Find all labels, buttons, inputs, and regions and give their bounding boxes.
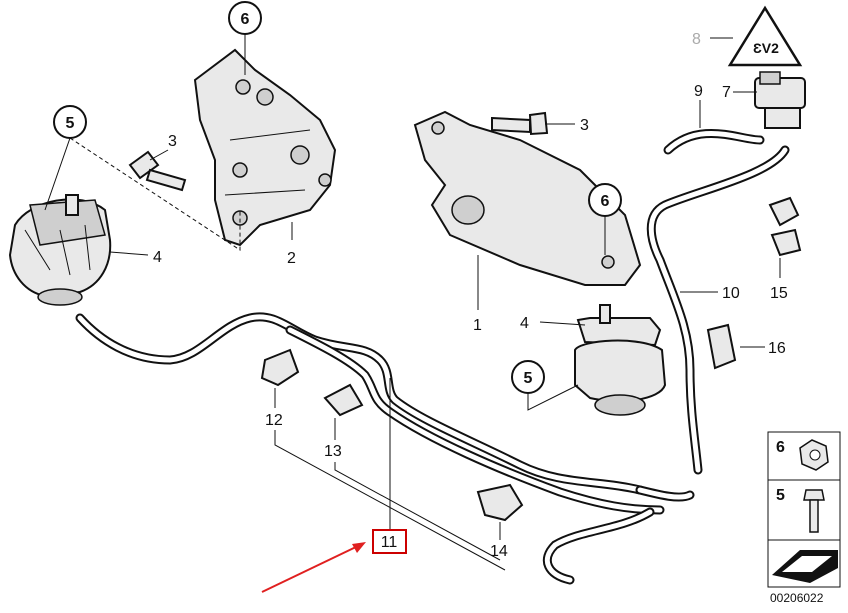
- arrow-symbol-icon: [772, 550, 838, 583]
- vacuum-hose-9: [663, 129, 765, 155]
- callout-5-left: 5: [53, 105, 87, 139]
- bolt-icon: [803, 489, 825, 533]
- leader-lines: [44, 34, 781, 571]
- svg-text:6: 6: [601, 193, 610, 210]
- engine-bracket-1: [413, 110, 642, 286]
- label-16: 16: [768, 340, 786, 357]
- engine-mount-right: [574, 304, 667, 416]
- svg-text:6: 6: [241, 11, 250, 28]
- label-12: 12: [265, 412, 283, 429]
- callout-6-right: 6: [588, 183, 622, 217]
- red-arrow: [261, 542, 366, 593]
- clip-15: [768, 196, 802, 257]
- callout-6-top: 6: [228, 1, 262, 35]
- label-1: 1: [473, 317, 482, 334]
- legend-item-6: 6: [776, 439, 785, 456]
- vacuum-hose-10: [646, 145, 790, 475]
- label-4-left: 4: [153, 249, 162, 266]
- svg-text:11: 11: [381, 534, 398, 551]
- callout-5-right: 5: [511, 360, 545, 394]
- solenoid-valve-7: [754, 71, 806, 129]
- label-3-right: 3: [580, 117, 589, 134]
- fastener-legend: 6 5: [767, 431, 841, 588]
- bolt-3-right: [491, 111, 549, 136]
- clip-16: [706, 323, 737, 370]
- svg-text:5: 5: [66, 115, 75, 132]
- clip-14: [476, 483, 524, 522]
- label-14: 14: [490, 543, 508, 560]
- svg-text:5: 5: [524, 370, 533, 387]
- highlight-label-11: 11: [372, 529, 407, 554]
- engine-bracket-2: [193, 48, 337, 247]
- label-10: 10: [722, 285, 740, 302]
- label-3-left: 3: [168, 133, 177, 150]
- label-4-right: 4: [520, 315, 529, 332]
- label-15: 15: [770, 285, 788, 302]
- warning-triangle-8: ƐV2: [727, 5, 803, 67]
- label-13: 13: [324, 443, 342, 460]
- bolt-3-left: [128, 150, 187, 192]
- clip-13: [323, 383, 364, 417]
- reference-number: 00206022: [770, 591, 824, 605]
- label-2: 2: [287, 250, 296, 267]
- label-7: 7: [722, 84, 731, 101]
- nut-icon: [799, 439, 829, 471]
- svg-text:ƐV2: ƐV2: [753, 40, 779, 56]
- clip-12: [260, 348, 300, 387]
- vacuum-hose-11: [75, 312, 695, 585]
- label-8: 8: [692, 31, 701, 48]
- engine-mount-left: [8, 194, 112, 306]
- legend-item-5: 5: [776, 487, 785, 504]
- label-9: 9: [694, 83, 703, 100]
